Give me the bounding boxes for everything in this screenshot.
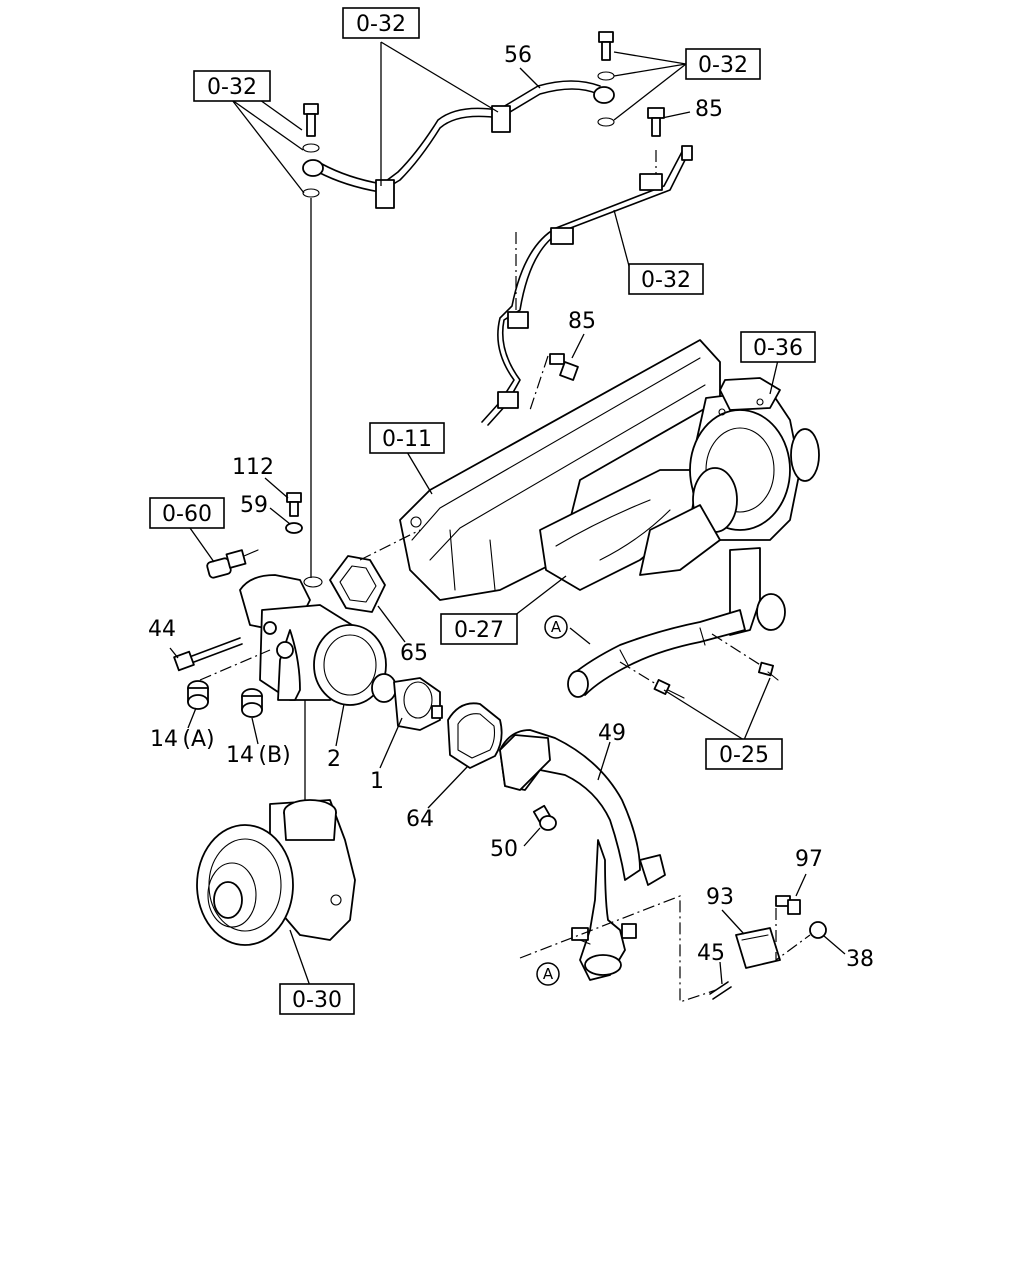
pipe-eye-end-left — [302, 159, 324, 177]
pipe-clip-3 — [639, 173, 663, 191]
water-outlet-pipe — [499, 729, 666, 981]
pipe-clip-2 — [491, 105, 511, 133]
turbocharger — [639, 377, 820, 636]
ref-label: 0-32 — [641, 268, 691, 293]
callout-44: 44 — [148, 617, 176, 642]
pipe-clip-1 — [375, 179, 395, 209]
thermostat-housing — [239, 574, 387, 706]
ref-label: 0-11 — [382, 427, 432, 452]
marker-a-label: A — [551, 618, 562, 636]
ref-box-0-32-right[interactable]: 0-32 — [685, 48, 761, 80]
callout-14a: 14 (A) — [150, 727, 215, 752]
bolt-washer-left — [302, 103, 320, 198]
ref-label: 0-30 — [292, 988, 342, 1013]
callout-56: 56 — [504, 43, 532, 68]
ref-box-0-27[interactable]: 0-27 — [440, 613, 518, 645]
callout-59: 59 — [240, 493, 268, 518]
ref-box-0-32-left[interactable]: 0-32 — [193, 70, 271, 102]
pipe-eye-end-right — [593, 86, 615, 104]
callout-50: 50 — [490, 837, 518, 862]
ref-label: 0-32 — [698, 53, 748, 78]
callout-85-lower: 85 — [568, 309, 596, 334]
pipe-flange-right — [621, 923, 637, 939]
ref-label: 0-25 — [719, 743, 769, 768]
callout-49: 49 — [598, 721, 626, 746]
bolt-50 — [532, 804, 557, 831]
temperature-sensor — [206, 549, 259, 579]
callout-65: 65 — [400, 641, 428, 666]
ref-label: 0-32 — [207, 75, 257, 100]
marker-a-label: A — [543, 965, 554, 983]
callout-38: 38 — [846, 947, 874, 972]
nut-38 — [809, 921, 827, 939]
callout-112: 112 — [232, 455, 274, 480]
ref-box-0-11[interactable]: 0-11 — [369, 422, 445, 454]
bolt-85-upper — [647, 107, 665, 137]
ref-box-0-30[interactable]: 0-30 — [279, 983, 355, 1015]
pipe-clip-4 — [550, 227, 574, 245]
callout-14b: 14 (B) — [226, 743, 291, 768]
callout-85-upper: 85 — [695, 97, 723, 122]
marker-a-lower: A — [536, 962, 560, 986]
gasket-65 — [329, 555, 386, 613]
water-pump — [196, 799, 356, 946]
bolts-025 — [619, 633, 779, 699]
pipe-clip-6 — [497, 391, 519, 409]
callout-97: 97 — [795, 847, 823, 872]
gasket-64 — [447, 702, 503, 769]
ref-label: 0-27 — [454, 618, 504, 643]
callout-1: 1 — [370, 769, 384, 794]
bolt-washer-right — [597, 31, 615, 127]
bolt-44 — [173, 637, 243, 672]
bolt-85-lower — [549, 353, 579, 381]
ref-box-0-60[interactable]: 0-60 — [149, 497, 225, 529]
thermostat — [371, 673, 443, 731]
callout-93: 93 — [706, 885, 734, 910]
bolt-97 — [775, 895, 801, 915]
ref-box-0-32-top[interactable]: 0-32 — [342, 7, 420, 39]
pipe-flange-left — [571, 927, 589, 941]
plug-14b — [241, 688, 263, 718]
bolt-112-washer-59 — [285, 492, 323, 588]
ref-label: 0-36 — [753, 336, 803, 361]
ref-box-0-36[interactable]: 0-36 — [740, 331, 816, 363]
callout-64: 64 — [406, 807, 434, 832]
return-pipe-a — [567, 609, 746, 698]
ref-box-0-25[interactable]: 0-25 — [705, 738, 783, 770]
coolant-pipe-upper — [302, 80, 615, 209]
callout-2: 2 — [327, 747, 341, 772]
stud-45 — [709, 981, 732, 1000]
coolant-pipe-middle — [481, 145, 693, 426]
intake-manifold — [399, 339, 721, 601]
ref-box-0-32-middle[interactable]: 0-32 — [628, 263, 704, 295]
marker-a-upper: A — [544, 615, 568, 639]
ref-label: 0-60 — [162, 502, 212, 527]
ref-label: 0-32 — [356, 12, 406, 37]
plug-14a — [187, 680, 209, 710]
callout-45: 45 — [697, 941, 725, 966]
bracket-93 — [735, 927, 781, 969]
pipe-clip-5 — [507, 311, 529, 329]
